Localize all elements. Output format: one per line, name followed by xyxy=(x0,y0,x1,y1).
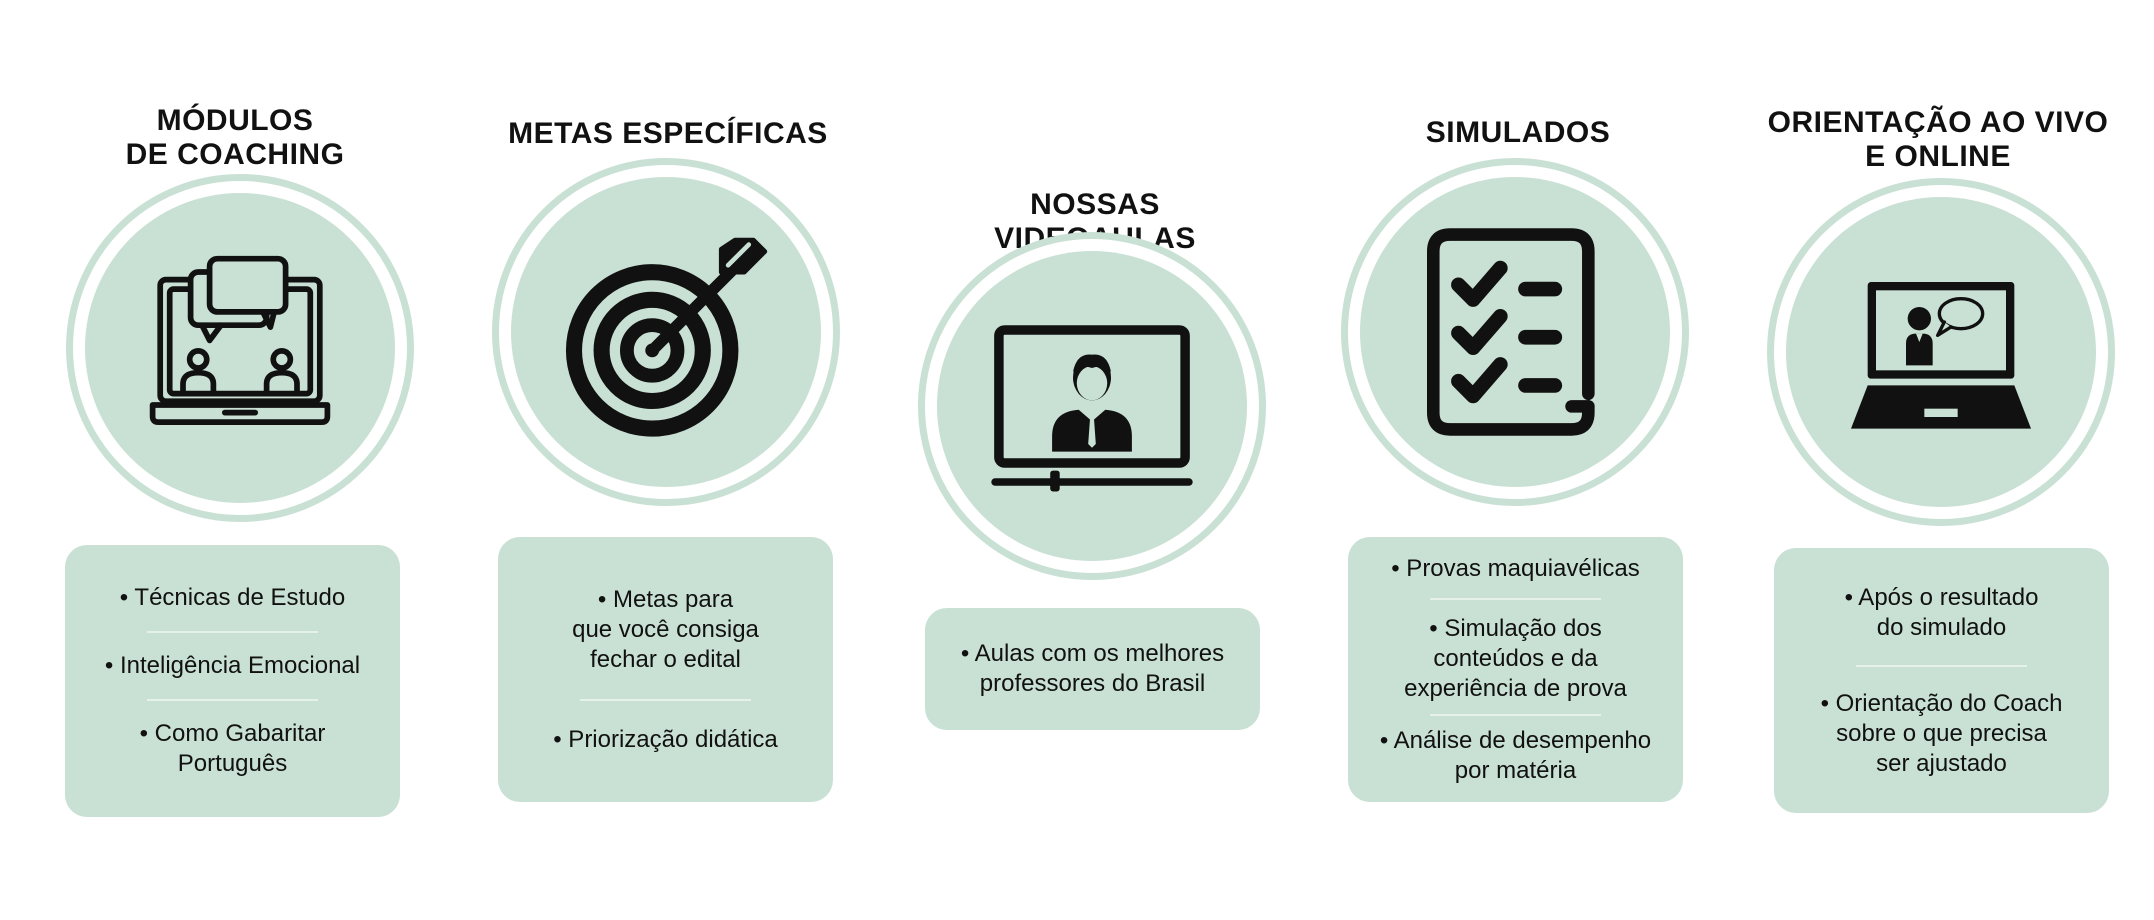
divider xyxy=(147,699,318,701)
divider xyxy=(580,698,751,701)
feature-title: METAS ESPECÍFICAS xyxy=(498,117,838,151)
title-line: METAS ESPECÍFICAS xyxy=(508,117,828,150)
list-item: • Simulação dos conteúdos e da experiênc… xyxy=(1404,614,1627,702)
list-item: • Após o resultado do simulado xyxy=(1844,583,2039,641)
feature-title: ORIENTAÇÃO AO VIVO E ONLINE xyxy=(1748,106,2128,174)
feature-mock-exams: SIMULADOS • Provas maquiavélicas • Simul… xyxy=(1341,0,1689,920)
icon-circle xyxy=(1341,158,1689,506)
feature-specific-goals: METAS ESPECÍFICAS • Metas para que você … xyxy=(492,0,840,920)
icon-circle xyxy=(918,232,1266,580)
title-line: E ONLINE xyxy=(1865,140,2011,173)
icon-circle xyxy=(492,158,840,506)
list-item: • Orientação do Coach sobre o que precis… xyxy=(1820,689,2063,777)
list-item: • Como Gabaritar Português xyxy=(139,720,326,777)
checklist-icon xyxy=(1427,228,1595,436)
divider xyxy=(147,631,318,633)
list-item: • Inteligência Emocional xyxy=(104,652,361,679)
feature-title: SIMULADOS xyxy=(1348,116,1688,150)
feature-card: • Provas maquiavélicas • Simulação dos c… xyxy=(1348,537,1683,802)
icon-circle xyxy=(1767,178,2115,526)
feature-card: • Metas para que você consiga fechar o e… xyxy=(498,537,833,802)
list-item: • Priorização didática xyxy=(553,725,778,753)
video-lesson-icon xyxy=(991,325,1193,492)
feature-live-guidance: ORIENTAÇÃO AO VIVO E ONLINE • Após o res… xyxy=(1767,0,2115,920)
divider xyxy=(1430,713,1601,716)
feature-title: MÓDULOS DE COACHING xyxy=(65,104,405,172)
title-line: DE COACHING xyxy=(125,138,345,171)
feature-coaching-modules: MÓDULOS DE COACHING • Técnicas de Estudo xyxy=(65,0,414,920)
laptop-chat-icon xyxy=(149,255,331,425)
feature-video-lessons: NOSSAS VIDEOAULAS • Aulas com os melhore… xyxy=(918,0,1266,920)
title-line: MÓDULOS xyxy=(156,104,314,137)
feature-card: • Técnicas de Estudo • Inteligência Emoc… xyxy=(65,545,400,817)
list-item: • Metas para que você consiga fechar o e… xyxy=(572,585,759,673)
divider xyxy=(1856,664,2027,667)
title-line: SIMULADOS xyxy=(1425,116,1611,149)
divider xyxy=(1430,597,1601,600)
list-item: • Técnicas de Estudo xyxy=(119,584,346,611)
laptop-coach-icon xyxy=(1851,282,2031,429)
list-item: • Aulas com os melhores professores do B… xyxy=(960,640,1225,697)
feature-card: • Após o resultado do simulado • Orienta… xyxy=(1774,548,2109,813)
list-item: • Análise de desempenho por matéria xyxy=(1379,726,1652,784)
list-item: • Provas maquiavélicas xyxy=(1391,554,1640,582)
feature-card: • Aulas com os melhores professores do B… xyxy=(925,608,1260,730)
target-arrow-icon xyxy=(565,237,768,437)
icon-circle xyxy=(66,174,414,522)
title-line: ORIENTAÇÃO AO VIVO xyxy=(1767,106,2109,139)
